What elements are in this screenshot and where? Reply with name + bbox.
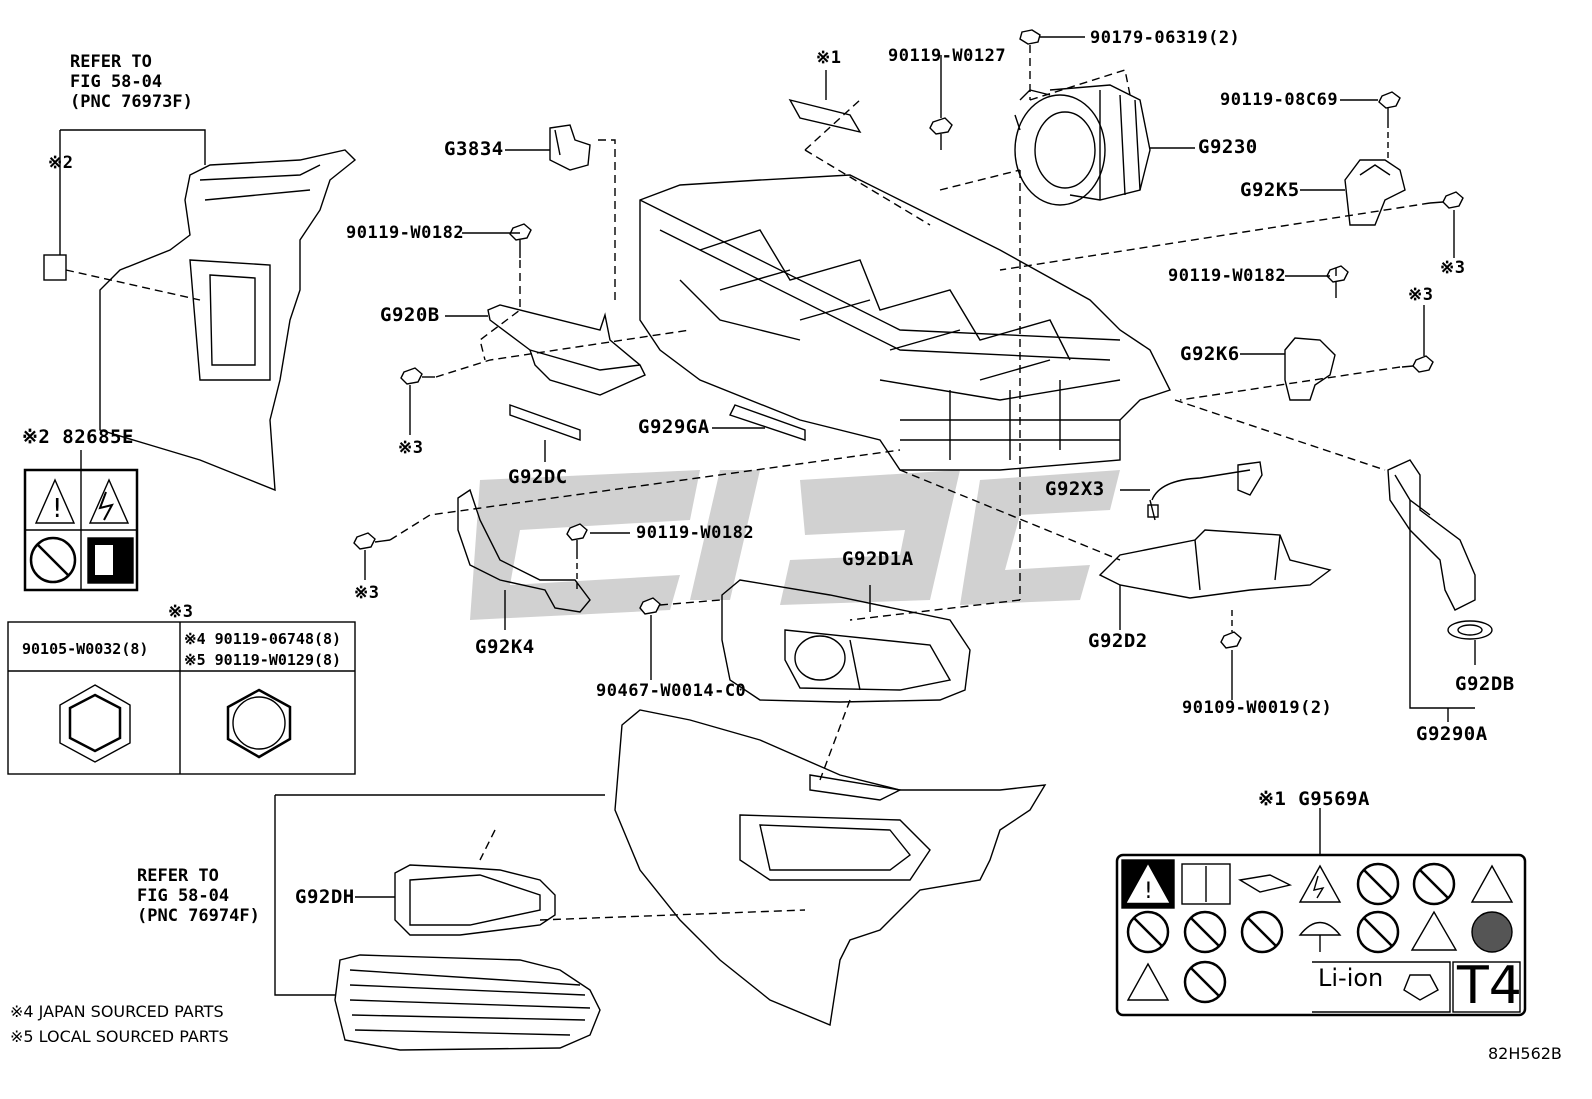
mark-m1: ※1 <box>816 48 842 68</box>
note-local-sourced: ※5 LOCAL SOURCED PARTS <box>10 1027 229 1046</box>
harness-g92x3 <box>1147 461 1263 521</box>
part-90119-w0182-a: 90119-W0182 <box>346 223 465 243</box>
dash-k6 <box>1179 366 1401 401</box>
dash-9230 <box>1029 45 1131 101</box>
mark-m2: ※2 <box>48 153 74 173</box>
pad-g92dc <box>509 404 581 441</box>
left-duct-upper <box>99 149 357 492</box>
dash-d1a-top <box>849 599 1021 621</box>
dash-g3834 <box>595 139 616 300</box>
part-90467-w0014-c0: 90467-W0014-C0 <box>596 681 747 701</box>
label-g92k5: G92K5 <box>1240 179 1300 201</box>
label-g92d2: G92D2 <box>1088 630 1148 652</box>
part-90109-w0019: 90109-W0019(2) <box>1182 698 1333 718</box>
drawing-code: 82H562B <box>1488 1044 1562 1063</box>
mark-m3c: ※3 <box>1440 258 1466 278</box>
dash-9290a <box>1174 399 1386 471</box>
table-col1: 90105-W0032(8) <box>22 640 149 658</box>
label-g9290a: G9290A <box>1416 723 1488 745</box>
part-90119-08c69: 90119-08C69 <box>1220 90 1339 110</box>
leader-g9290a <box>1409 500 1475 709</box>
warning-label-82685e: ! <box>23 468 139 592</box>
dash-d2 <box>899 469 1121 561</box>
label-g92x3: G92X3 <box>1045 478 1105 500</box>
mark-m3d: ※3 <box>1408 285 1434 305</box>
label-g920b: G920B <box>380 304 440 326</box>
label-82685e-on-duct <box>43 254 67 281</box>
mark-m3a: ※3 <box>398 438 424 458</box>
hybrid-battery-assembly <box>639 174 1171 471</box>
refer-bottom-text: REFER TO FIG 58-04 (PNC 76974F) <box>137 866 260 926</box>
dash-k5 <box>999 202 1431 271</box>
leader-refer-top <box>60 129 206 165</box>
bracket-g920b <box>487 304 646 396</box>
dash-d1a-bottom <box>819 699 851 781</box>
part-90119-w0182-c: 90119-W0182 <box>636 523 755 543</box>
blower-fan-g9230 <box>1014 84 1151 206</box>
pad-g929ga <box>729 404 806 441</box>
lower-cover <box>614 709 1047 1026</box>
duct-g92d1a <box>721 579 971 703</box>
duct-g9290a <box>1387 459 1493 640</box>
table-col2-line2: ※5 90119-W0129(8) <box>184 651 342 669</box>
table-col2-line1: ※4 90119-06748(8) <box>184 630 342 648</box>
dash-82685e <box>65 269 201 301</box>
label-g92k6: G92K6 <box>1180 343 1240 365</box>
dash-dh-top <box>479 829 496 861</box>
bracket-g92k6 <box>1284 337 1336 401</box>
fastener-table <box>7 621 356 775</box>
leader-bottom-grille <box>274 795 335 996</box>
part-90119-w0127: 90119-W0127 <box>888 46 1007 66</box>
leader-0182b <box>1285 268 1337 277</box>
part-90119-w0182-b: 90119-W0182 <box>1168 266 1287 286</box>
label-82685e: ※2 82685E <box>22 426 134 448</box>
clip-g3834 <box>549 124 591 171</box>
refer-top-text: REFER TO FIG 58-04 (PNC 76973F) <box>70 52 193 112</box>
part-90179-06319: 90179-06319(2) <box>1090 28 1241 48</box>
table-title: ※3 <box>168 602 194 622</box>
dash-dh-bottom <box>539 909 806 921</box>
label-g92d1a: G92D1A <box>842 548 914 570</box>
li-ion-text: Li-ion <box>1318 964 1384 992</box>
bolts <box>353 29 1464 649</box>
grille <box>334 954 601 1051</box>
label-g9230: G9230 <box>1198 136 1258 158</box>
label-g92db: G92DB <box>1455 673 1515 695</box>
watermark <box>470 470 1120 620</box>
mark-m3b: ※3 <box>354 583 380 603</box>
svg-text:!: ! <box>1144 879 1153 904</box>
note-japan-sourced: ※4 JAPAN SOURCED PARTS <box>10 1002 224 1021</box>
label-g3834: G3834 <box>444 138 504 160</box>
dash-0127 <box>939 169 1021 191</box>
label-g92dc: G92DC <box>508 466 568 488</box>
bracket-g92k5 <box>1344 159 1406 226</box>
duct-g92dh <box>394 864 556 936</box>
dash-90467 <box>659 599 721 606</box>
caution-label-g9569a: ! <box>1115 853 1527 1017</box>
label-g929ga: G929GA <box>638 416 710 438</box>
bracket-g92d2 <box>1098 529 1332 599</box>
dash-0182a <box>479 260 521 361</box>
dash-k4 <box>389 449 901 541</box>
label-g92dh: G92DH <box>295 886 355 908</box>
dash-m1b <box>804 149 931 226</box>
t4-text: T4 <box>1457 956 1522 1016</box>
dash-920b <box>435 329 691 378</box>
label-g92k4: G92K4 <box>475 636 535 658</box>
bracket-g92k4 <box>457 488 591 613</box>
svg-text:!: ! <box>52 494 62 524</box>
label-sheet-small <box>788 98 862 134</box>
label-g9569a: ※1 G9569A <box>1258 788 1370 810</box>
